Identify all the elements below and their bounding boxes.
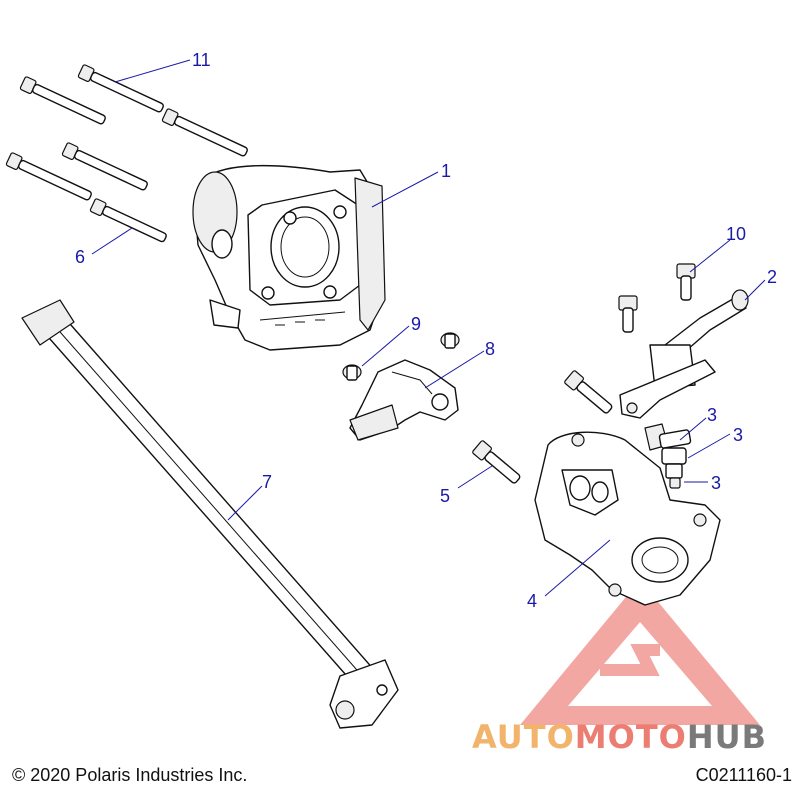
bolt-part-5 xyxy=(472,370,613,484)
callout-3a: 3 xyxy=(707,405,717,425)
watermark-text: AUTOMOTOHUB xyxy=(472,718,767,756)
callout-2: 2 xyxy=(767,267,777,287)
throttle-body-part-1 xyxy=(192,164,386,351)
callout-3c: 3 xyxy=(711,473,721,493)
callout-9: 9 xyxy=(411,314,421,334)
bolt-group-11 xyxy=(5,64,248,243)
callout-10: 10 xyxy=(726,224,746,244)
intake-manifold-part-4 xyxy=(534,431,721,606)
callout-4: 4 xyxy=(527,591,537,611)
screw-part-9 xyxy=(342,332,460,381)
callout-5: 5 xyxy=(440,486,450,506)
leader-lines xyxy=(91,59,766,597)
watermark-hub: HUB xyxy=(687,718,767,756)
callout-11: 11 xyxy=(192,50,211,70)
watermark-auto: AUTO xyxy=(472,718,575,756)
bolt-part-10 xyxy=(618,263,696,333)
drawing-number: C0211160-1 xyxy=(695,765,792,785)
callout-6: 6 xyxy=(75,247,85,267)
callout-7: 7 xyxy=(262,472,272,492)
watermark-moto: MOTO xyxy=(575,718,687,756)
fuel-injector-part-3 xyxy=(644,423,692,489)
copyright-notice: © 2020 Polaris Industries Inc. xyxy=(12,765,248,785)
callout-1: 1 xyxy=(441,161,451,181)
callout-8: 8 xyxy=(485,339,495,359)
fuel-fitting-part-2 xyxy=(619,289,749,419)
map-sensor-part-8 xyxy=(349,359,459,441)
callout-3b: 3 xyxy=(733,425,743,445)
fuel-tube-part-7 xyxy=(21,299,399,729)
watermark-logo-triangle xyxy=(520,580,760,725)
